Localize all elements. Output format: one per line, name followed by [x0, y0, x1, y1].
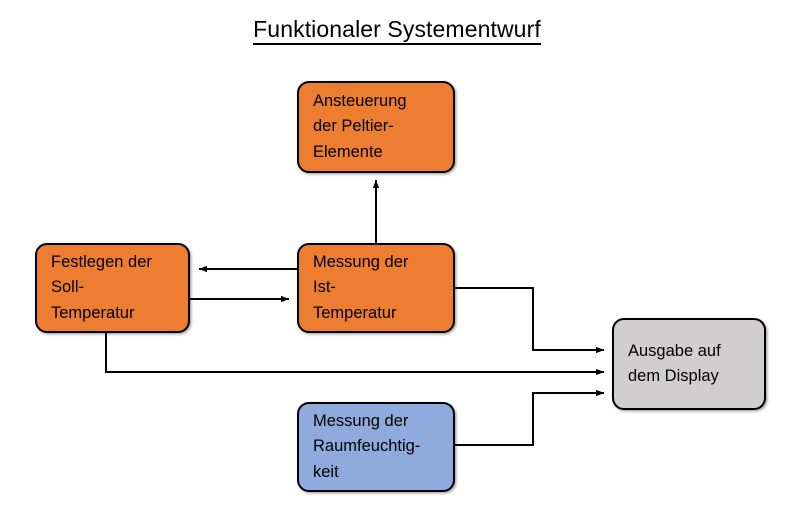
node-line: Soll-: [51, 278, 85, 297]
node-messung-raumfeuchtigkeit[interactable]: Messung der Raumfeuchtig- keit: [297, 402, 455, 492]
page-title: Funktionaler Systementwurf: [0, 16, 794, 45]
node-line: Raumfeuchtig-: [313, 437, 421, 456]
node-line: der Peltier-: [313, 117, 394, 136]
edge-soll-to-display: [105, 333, 605, 376]
node-ausgabe-auf-dem-display[interactable]: Ausgabe auf dem Display: [612, 318, 766, 410]
node-line: Temperatur: [51, 303, 135, 322]
node-line: Elemente: [313, 142, 383, 161]
edge-feuchte-to-display: [455, 389, 605, 446]
node-messung-ist-temperatur[interactable]: Messung der Ist- Temperatur: [297, 243, 455, 333]
node-line: Ausgabe auf: [628, 341, 721, 360]
node-line: Ist-: [313, 278, 336, 297]
node-line: Ansteuerung: [313, 92, 407, 111]
node-line: Temperatur: [313, 303, 397, 322]
edge-ist-to-display: [455, 287, 605, 354]
node-ansteuerung-peltier-elemente[interactable]: Ansteuerung der Peltier- Elemente: [297, 81, 455, 173]
node-line: dem Display: [628, 367, 719, 385]
node-line: Festlegen der: [51, 253, 152, 272]
page-title-text: Funktionaler Systementwurf: [253, 16, 541, 45]
node-festlegen-soll-temperatur[interactable]: Festlegen der Soll- Temperatur: [35, 243, 190, 333]
node-line: Messung der: [313, 253, 409, 272]
node-line: Messung der: [313, 412, 409, 431]
node-line: keit: [313, 462, 339, 481]
